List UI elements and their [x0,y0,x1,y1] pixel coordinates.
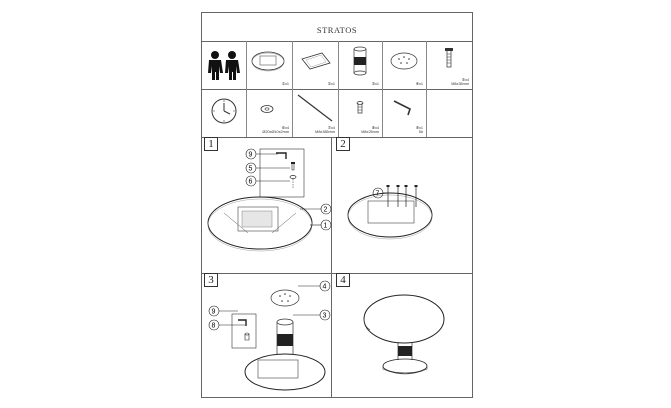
step-3-callout-8: 8 [212,323,216,330]
step-2-panel: 2 7 [332,137,472,273]
part-7-label: ⑦x4 M8x385mm [315,125,335,135]
steps-grid: 1 9 5 6 2 1 [202,137,472,397]
part-9-label: ⑨x1 5# [415,125,423,135]
step-1-callout-1: 1 [324,223,328,230]
title-row: STRATOS [202,13,472,42]
clock-icon [211,98,237,124]
parts-row-1: ①x1 ②x1 ③x1 ④x1 [202,41,472,90]
step-1-callout-6: 6 [249,179,253,186]
screw-icon [445,48,453,68]
step-1-callout-9: 9 [249,152,253,159]
step-1-callout-2: 2 [324,207,328,214]
part-3-cell: ③x1 [338,41,383,89]
step-2-callouts: 7 [372,187,388,199]
round-frame-icon [251,51,285,72]
step-4-illustration [363,294,445,375]
washer-icon [260,105,274,113]
step-2-number: 2 [336,137,350,151]
part-8-label: ⑧x4 M8x25mm [361,125,379,135]
column-icon [353,46,367,76]
step-3-callouts: 4 9 8 3 [208,280,331,331]
step-3-callout-9: 9 [212,309,216,316]
part-4-cell: ④x1 [382,41,427,89]
part-6-cell: ⑥x4 Ø20xØ10x2mm [246,89,293,137]
instruction-sheet: STRATOS ①x1 [201,12,473,398]
bolt-icon [356,101,364,114]
part-5-label: ⑤x4 M8x35mm [451,77,469,87]
part-2-label: ②x1 [327,82,335,87]
step-3-number: 3 [204,273,218,287]
part-2-cell: ②x1 [292,41,339,89]
part-6-label: ⑥x4 Ø20xØ10x2mm [262,125,289,135]
step-1-callouts: 9 5 6 2 1 [245,148,332,231]
panel-icon [301,52,331,70]
rod-icon [297,94,333,122]
part-7-cell: ⑦x4 M8x385mm [292,89,339,137]
document-title: STRATOS [316,25,358,35]
two-persons-icon [208,51,240,80]
part-1-cell: ①x1 [246,41,293,89]
step-2-callout-7: 7 [376,191,380,198]
allen-key-icon [393,100,411,116]
step-3-callout-3: 3 [323,313,327,320]
empty-cell [426,89,472,137]
parts-row-2: ⑥x4 Ø20xØ10x2mm ⑦x4 M8x385mm ⑧x4 M8x25mm [202,89,472,138]
two-persons-cell [202,41,247,89]
part-5-cell: ⑤x4 M8x35mm [426,41,472,89]
step-3-callout-4: 4 [323,284,327,291]
step-1-callout-5: 5 [249,166,253,173]
time-cell [202,89,247,137]
step-1-panel: 1 9 5 6 2 1 [202,137,332,273]
step-1-number: 1 [204,137,218,151]
step-3-panel: 3 4 9 8 3 [202,273,331,397]
step-2-illustration [347,185,433,240]
step-4-number: 4 [336,273,350,287]
step-4-panel: 4 [332,273,472,397]
part-1-label: ①x1 [281,82,289,87]
plate-icon [390,52,418,70]
steps-divider-v [331,137,332,397]
part-9-cell: ⑨x1 5# [382,89,427,137]
step-1-illustration [207,148,313,252]
part-3-label: ③x1 [371,82,379,87]
step-3-illustration [231,289,326,391]
part-8-cell: ⑧x4 M8x25mm [338,89,383,137]
part-4-label: ④x1 [415,82,423,87]
